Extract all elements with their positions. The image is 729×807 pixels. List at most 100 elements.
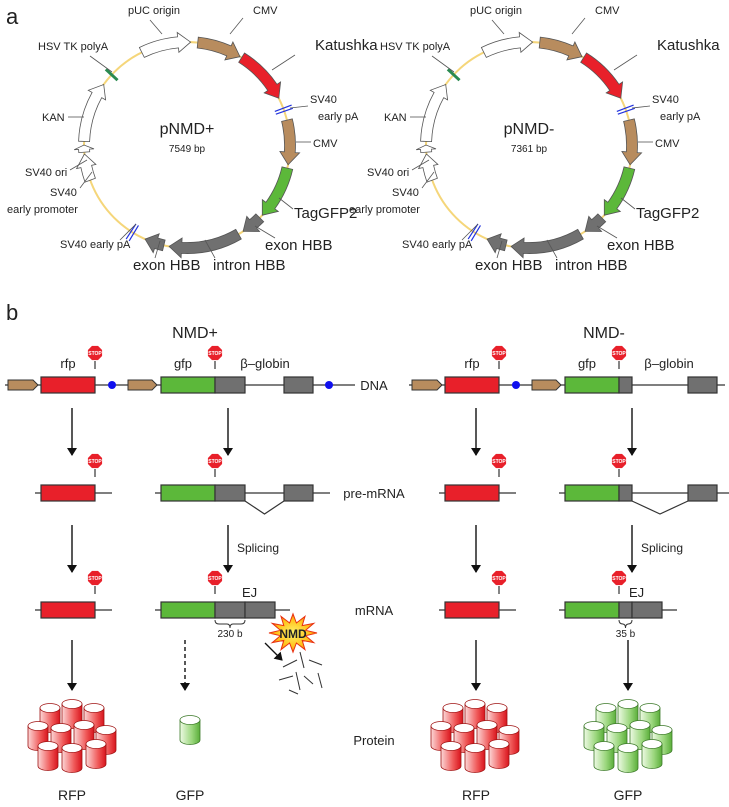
gfp-protein-cylinder-top: [639, 703, 661, 713]
rfp-protein-cylinder: [464, 747, 486, 773]
stop-sign-label: STOP: [208, 576, 222, 582]
rfp-protein-cylinder-top: [61, 743, 83, 753]
stop-sign-icon: [207, 345, 223, 361]
feature-leader-line: [69, 159, 88, 171]
rfp-protein-cylinder-top: [50, 723, 72, 733]
stop-sign-icon: [611, 570, 627, 586]
rfp-mrna-box: [444, 601, 500, 619]
gfp-protein-cylinder-top: [593, 741, 615, 751]
feature-label: HSV TK polyA: [380, 41, 451, 53]
polya-signal-dot: [325, 381, 333, 389]
hbb-exon1-box: [618, 376, 633, 394]
stop-sign-icon: [87, 570, 103, 586]
mrna-fragment: [303, 675, 314, 685]
exon-hbb-arrow: [144, 233, 166, 254]
gfp-protein-cylinder-top: [595, 703, 617, 713]
rfp-protein-cylinder-top: [37, 741, 59, 751]
feature-leader-line: [89, 55, 113, 73]
promoter-arrow: [411, 379, 443, 391]
row-label-dna: DNA: [360, 378, 388, 393]
hbb-exon2-box: [244, 601, 276, 619]
gene-label-beta-globin: β–globin: [240, 356, 289, 371]
feature-label: TagGFP2: [294, 205, 357, 222]
feature-label: SV40: [50, 187, 77, 199]
feature-label: KAN: [42, 112, 65, 124]
feature-leader-line: [119, 223, 137, 241]
hbb-exon2-box: [687, 484, 718, 502]
gene-label-rfp: rfp: [60, 356, 75, 371]
rfp-protein-cylinder: [488, 743, 510, 769]
intron-splice-line: [244, 500, 285, 515]
feature-label: intron HBB: [555, 257, 628, 274]
distance-brace: [214, 619, 246, 629]
feature-label: SV40 early pA: [402, 239, 473, 251]
sv40-polya-mark: [125, 223, 137, 240]
gfp-gene-box: [160, 376, 216, 394]
stop-sign-icon: [491, 345, 507, 361]
rfp-protein-cylinder-top: [95, 725, 117, 735]
rfp-protein-cylinder-top: [430, 721, 452, 731]
row-label-pre-mrna: pre-mRNA: [343, 486, 405, 501]
feature-leader-line: [431, 55, 455, 73]
gene-label-rfp: rfp: [464, 356, 479, 371]
feature-label: SV40: [310, 94, 337, 106]
stop-sign-icon: [207, 570, 223, 586]
rfp-protein-cylinder-top: [83, 703, 105, 713]
gfp-protein-cylinder-top: [179, 715, 201, 725]
stop-sign-icon: [611, 345, 627, 361]
stop-sign-label: STOP: [88, 351, 102, 357]
panel-title-nmd-plus: NMD+: [172, 325, 218, 342]
rfp-protein-cylinder-top: [61, 699, 83, 709]
hbb-exon2-box: [283, 484, 314, 502]
sv40-ori-arrow: [416, 144, 437, 154]
stop-sign-icon: [611, 453, 627, 469]
stop-sign-label: STOP: [88, 459, 102, 465]
gfp-protein-cylinder: [641, 743, 663, 769]
gfp-protein-cylinder-top: [641, 739, 663, 749]
rfp-protein-cylinder-top: [39, 703, 61, 713]
gfp-pre-mrna-box: [564, 484, 620, 502]
plasmid-size: 7361 bp: [511, 144, 548, 155]
stop-sign-icon: [87, 453, 103, 469]
feature-leader-line: [289, 105, 309, 109]
hbb-exon1-box: [618, 484, 633, 502]
promoter-arrow: [127, 379, 158, 391]
gfp-protein-cylinder-top: [606, 723, 628, 733]
feature-label: exon HBB: [265, 237, 333, 254]
kan-arrow: [420, 83, 449, 143]
protein-label-rfp: RFP: [462, 787, 490, 803]
feature-label: SV40 early pA: [60, 239, 131, 251]
feature-leader-line: [421, 171, 435, 189]
rfp-mrna-box: [40, 601, 96, 619]
rfp-protein-cylinder-top: [442, 703, 464, 713]
gfp-protein-cylinder: [593, 745, 615, 771]
feature-leader-line: [491, 19, 505, 35]
feature-label: early promoter: [349, 204, 420, 216]
feature-label: early pA: [318, 111, 359, 123]
feature-label: Katushka: [315, 37, 378, 54]
feature-leader-line: [204, 239, 216, 259]
sv40-polya-mark: [616, 104, 634, 113]
gene-label-gfp: gfp: [578, 356, 596, 371]
hbb-exon1-box: [618, 601, 633, 619]
feature-label: exon HBB: [607, 237, 675, 254]
protein-label-gfp: GFP: [176, 787, 205, 803]
rfp-pre-mrna-box: [444, 484, 500, 502]
gfp-protein-cylinder-top: [651, 725, 673, 735]
sv40-polya-mark: [470, 225, 481, 242]
stop-sign-label: STOP: [612, 576, 626, 582]
feature-leader-line: [461, 223, 479, 241]
exon-junction-label: EJ: [629, 585, 644, 600]
feature-label: pUC origin: [128, 5, 180, 17]
mrna-fragment: [295, 671, 301, 691]
feature-leader-line: [596, 225, 618, 239]
gene-label-gfp: gfp: [174, 356, 192, 371]
feature-label: CMV: [655, 138, 680, 150]
exon-hbb-arrow: [584, 213, 607, 232]
exon-hbb-arrow: [486, 233, 508, 254]
gene-label-beta-globin: β–globin: [644, 356, 693, 371]
gfp-pre-mrna-box: [160, 484, 216, 502]
plasmid-size: 7549 bp: [169, 144, 206, 155]
rfp-protein-cylinder-top: [464, 699, 486, 709]
stop-sign-icon: [491, 453, 507, 469]
